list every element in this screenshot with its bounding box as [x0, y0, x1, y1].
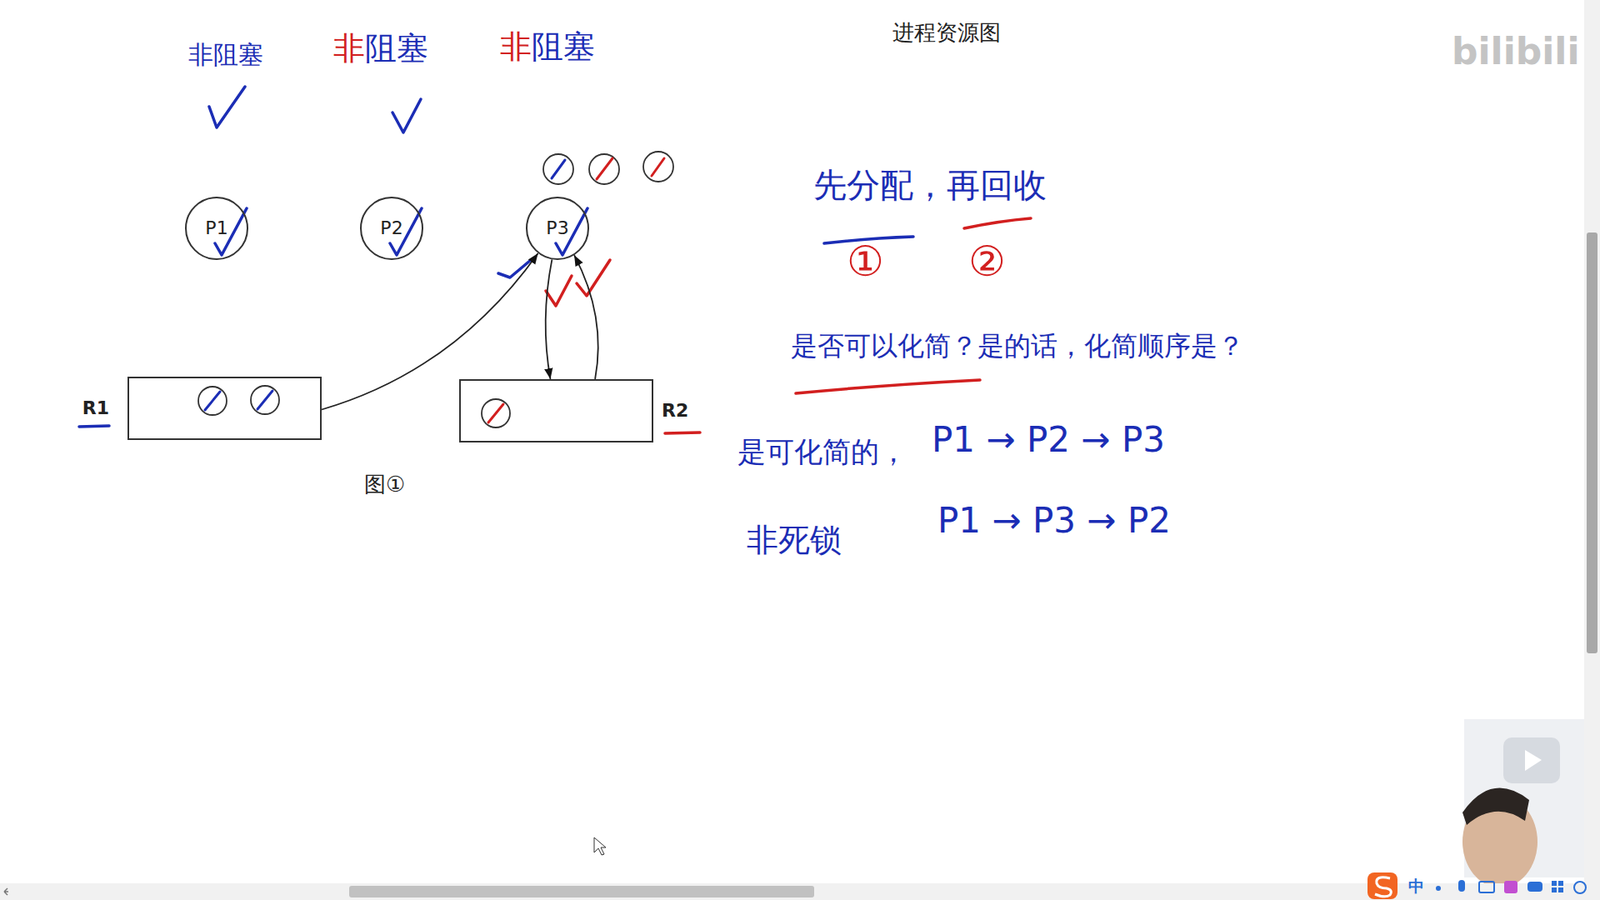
ime-indicator-box: 中 [1408, 876, 1425, 896]
process-circle: P1 [185, 196, 249, 260]
page-title: 进程资源图 [892, 20, 1001, 46]
ime-indicator: 中 [1408, 876, 1425, 896]
token-slash [551, 160, 565, 179]
watermark-box: bilibili [1451, 30, 1580, 75]
process-name: P3 [545, 217, 569, 240]
underline [795, 380, 980, 394]
figure-caption: 图① [364, 471, 405, 498]
handwritten-note: 先分配，再回收 [813, 165, 1047, 205]
token-slash [596, 158, 613, 180]
handwritten-note: P1 → P3 → P2 [937, 500, 1171, 542]
token-slash [205, 391, 220, 410]
resource-token [643, 151, 674, 182]
handwritten-note: 非死锁 [746, 521, 842, 560]
handwritten-note: ① [846, 236, 885, 287]
handwritten-note-box: ② [968, 236, 1006, 287]
mouse-cursor [594, 837, 606, 855]
handwritten-note: 非阻塞 [333, 30, 429, 69]
handwritten-note-box: ① [846, 236, 885, 287]
handwritten-note: 是可化简的， [737, 435, 908, 470]
resource-token [250, 385, 280, 415]
handwritten-note-box: 非阻塞 [500, 28, 595, 67]
webcam-overlay [1462, 719, 1600, 888]
resource-box: R2 [459, 379, 654, 443]
watermark: bilibili [1451, 30, 1580, 75]
figure-caption-box: 图① [364, 471, 405, 498]
handwritten-note-box: 是否可以化简？是的话，化简顺序是？ [790, 330, 1245, 362]
taskbar-icons [1367, 872, 1586, 900]
check-mark [545, 275, 572, 306]
underline [964, 218, 1031, 229]
underline [665, 432, 700, 434]
handwritten-note-box: 非死锁 [746, 521, 842, 560]
handwritten-note: ② [968, 236, 1006, 287]
resource-token [481, 399, 510, 428]
resource-token [543, 154, 574, 185]
handwritten-note-box: 非阻塞 [333, 30, 429, 69]
token-slash [651, 158, 665, 176]
check-mark [209, 86, 245, 128]
handwritten-note: 非阻塞 [500, 28, 595, 67]
handwritten-note: 非阻塞 [188, 40, 264, 70]
handwritten-note-box: P1 → P3 → P2 [937, 500, 1171, 542]
page-title-box: 进程资源图 [892, 20, 1001, 46]
handwritten-note: P1 → P2 → P3 [931, 419, 1165, 461]
resource-token [198, 386, 227, 415]
process-circle: P3 [525, 196, 590, 260]
check-mark [576, 260, 610, 296]
handwritten-note-box: P1 → P2 → P3 [931, 419, 1165, 461]
handwritten-note-box: 是可化简的， [737, 435, 908, 470]
edge-arrow [545, 259, 553, 380]
token-slash [257, 390, 273, 410]
resource-name: R2 [661, 400, 689, 422]
handwritten-note-box: 非阻塞 [188, 40, 264, 70]
token-slash [488, 404, 504, 423]
edge-arrow [574, 255, 599, 380]
process-circle: P2 [360, 196, 424, 260]
resource-name: R1 [82, 397, 110, 420]
process-name: P2 [380, 217, 403, 240]
check-mark [392, 99, 421, 133]
process-name: P1 [205, 217, 228, 240]
edge-arrow [321, 253, 539, 410]
handwritten-note-box: 先分配，再回收 [813, 165, 1047, 205]
underline [79, 425, 110, 427]
handwritten-note: 是否可以化简？是的话，化简顺序是？ [790, 330, 1245, 362]
resource-box: R1 [127, 376, 322, 440]
resource-token [589, 154, 620, 185]
